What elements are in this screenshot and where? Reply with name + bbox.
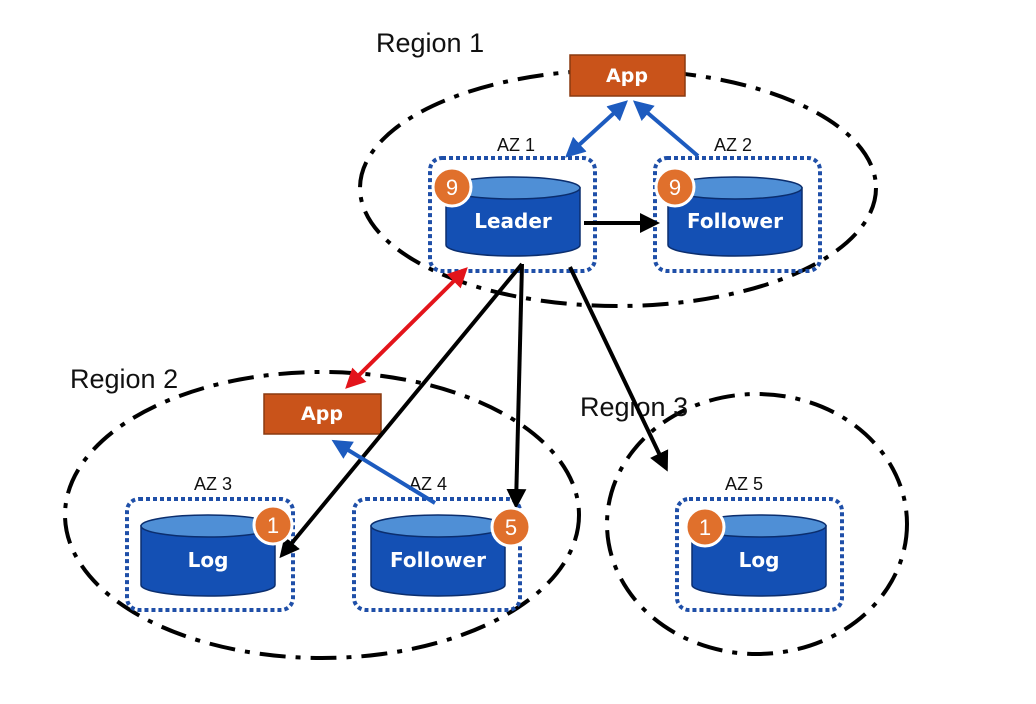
replication-arrow-leader-to-follower-az4 (506, 263, 527, 509)
app-region-1: App (569, 54, 686, 97)
region-2-boundary (63, 370, 581, 660)
replication-arrow-leader-to-log-az5 (568, 266, 669, 472)
follower-database-az4: Follower (370, 514, 506, 597)
az-5-box (675, 497, 844, 612)
log-az5-badge-value: 1 (699, 515, 711, 540)
app-region-2-label: App (301, 403, 343, 425)
az-2-label: AZ 2 (714, 135, 752, 155)
leader-badge-value: 9 (446, 175, 458, 200)
region-2-label: Region 2 (70, 364, 178, 394)
az-5-label: AZ 5 (725, 474, 763, 494)
follower-az2-term-badge: 9 (654, 166, 696, 208)
log-az3-label: Log (188, 548, 229, 572)
log-az3-term-badge: 1 (252, 504, 294, 546)
replication-arrow-leader-to-log-az3 (279, 262, 524, 559)
log-database-az5: Log (691, 514, 827, 597)
follower-az2-badge-value: 9 (669, 175, 681, 200)
app-arrow-app1-leader (565, 100, 628, 158)
region-3-boundary (605, 392, 909, 656)
follower-database-az2: Follower (667, 176, 803, 257)
follower-az4-badge-value: 5 (505, 515, 517, 540)
log-az3-badge-value: 1 (267, 513, 279, 538)
app-arrow-follower-az2-to-app1 (632, 100, 700, 158)
leader-term-badge: 9 (431, 166, 473, 208)
az-1-box (428, 156, 597, 273)
region-1-boundary (358, 68, 878, 308)
az-4-box (352, 497, 522, 612)
leader-database: Leader (445, 176, 581, 257)
app-region-2: App (263, 393, 382, 435)
az-3-label: AZ 3 (194, 474, 232, 494)
log-az5-term-badge: 1 (684, 506, 726, 548)
leader-label: Leader (474, 209, 552, 233)
log-az5-label: Log (739, 548, 780, 572)
app-region-1-label: App (606, 65, 648, 87)
app-arrow-follower-az4-to-app2 (331, 439, 437, 505)
follower-az4-term-badge: 5 (490, 506, 532, 548)
follower-az2-label: Follower (687, 209, 783, 233)
az-1-label: AZ 1 (497, 135, 535, 155)
cross-region-arrow-app2-leader (345, 267, 468, 389)
log-database-az3: Log (140, 514, 276, 597)
az-4-label: AZ 4 (409, 474, 447, 494)
region-1-label: Region 1 (376, 28, 484, 58)
follower-az4-label: Follower (390, 548, 486, 572)
